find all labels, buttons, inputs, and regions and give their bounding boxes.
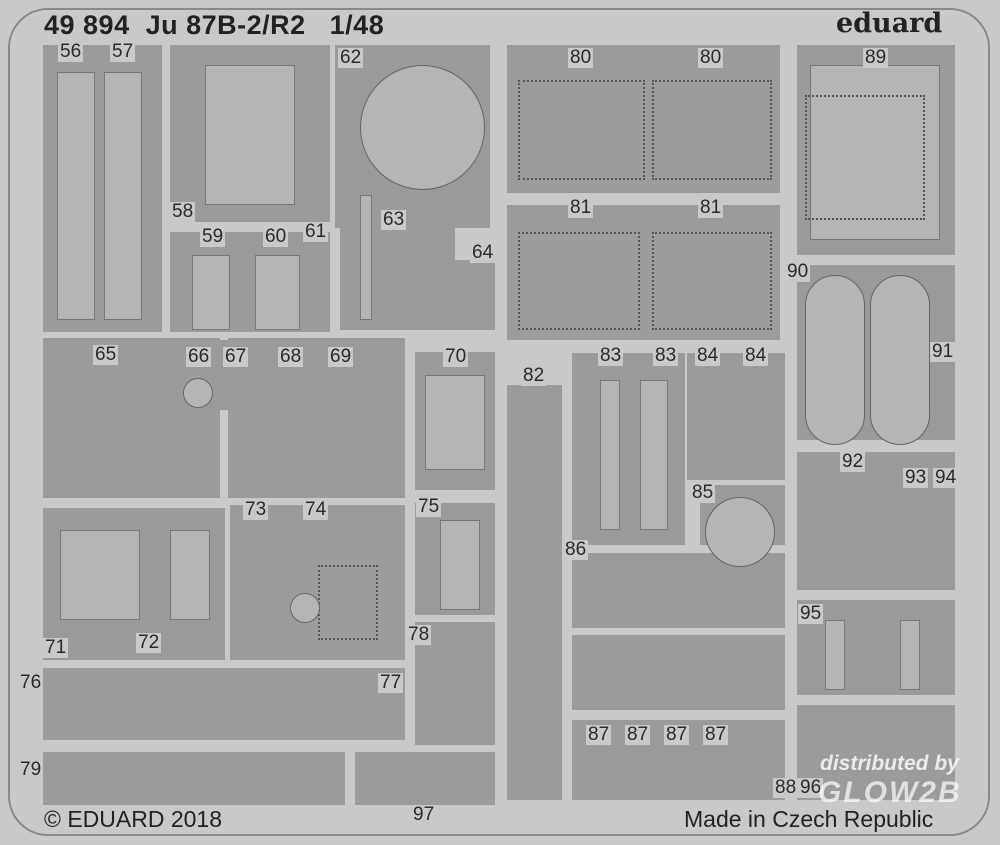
part-shape	[360, 195, 372, 320]
watermark-distributed: distributed by	[820, 752, 959, 775]
part-number-label: 58	[170, 201, 196, 222]
riveted-panel	[652, 80, 772, 180]
part-number-label: 65	[93, 344, 119, 365]
origin-text: Made in Czech Republic	[684, 806, 934, 832]
part-number-label: 62	[338, 47, 364, 68]
part-shape	[900, 620, 920, 690]
part-number-label: 95	[798, 603, 824, 624]
part-number-label: 96	[798, 777, 824, 798]
part-number-label: 64	[470, 242, 496, 263]
part-number-label: 66	[186, 346, 212, 367]
part-number-label: 70	[443, 346, 469, 367]
round-part	[290, 593, 320, 623]
part-number-label: 73	[243, 499, 269, 520]
part-shape	[600, 380, 620, 530]
part-number-label: 87	[664, 724, 690, 745]
fret-panel	[228, 338, 405, 498]
part-shape	[640, 380, 668, 530]
part-number-label: 71	[43, 637, 69, 658]
part-number-label: 82	[521, 365, 547, 386]
part-number-label: 86	[563, 539, 589, 560]
part-number-label: 76	[18, 672, 44, 693]
part-number-label: 81	[698, 197, 724, 218]
part-number-label: 61	[303, 221, 329, 242]
part-number-label: 81	[568, 197, 594, 218]
part-number-label: 79	[18, 759, 44, 780]
part-number-label: 84	[743, 345, 769, 366]
part-number-label: 78	[406, 624, 432, 645]
part-number-label: 88	[773, 777, 799, 798]
part-shape	[255, 255, 300, 330]
part-shape	[170, 530, 210, 620]
part-number-label: 87	[703, 724, 729, 745]
fret-panel	[507, 385, 562, 800]
fret-panel	[355, 752, 495, 805]
round-part	[870, 275, 930, 445]
part-shape	[57, 72, 95, 320]
part-number-label: 63	[381, 209, 407, 230]
part-shape	[104, 72, 142, 320]
part-number-label: 87	[625, 724, 651, 745]
riveted-panel	[518, 232, 640, 330]
part-number-label: 74	[303, 499, 329, 520]
product-title: 49 894 Ju 87B-2/R2 1/48	[44, 10, 385, 40]
part-number-label: 80	[698, 47, 724, 68]
fret-panel	[43, 752, 345, 805]
part-shape	[810, 65, 940, 240]
part-number-label: 67	[223, 346, 249, 367]
fret-frame	[8, 8, 990, 836]
part-shape	[440, 520, 480, 610]
riveted-panel	[518, 80, 645, 180]
part-shape	[60, 530, 140, 620]
part-number-label: 87	[586, 724, 612, 745]
fret-panel	[507, 205, 780, 340]
round-part	[183, 378, 213, 408]
fret-panel	[687, 353, 785, 480]
fret-panel	[572, 353, 685, 545]
part-number-label: 83	[598, 345, 624, 366]
part-number-label: 59	[200, 226, 226, 247]
part-number-label: 92	[840, 451, 866, 472]
part-shape	[425, 375, 485, 470]
round-part	[705, 497, 775, 567]
watermark-logo: GLOW2B	[818, 776, 962, 809]
part-number-label: 68	[278, 346, 304, 367]
part-number-label: 84	[695, 345, 721, 366]
fret-panel	[230, 505, 405, 660]
fret-panel	[572, 635, 785, 710]
part-number-label: 77	[378, 672, 404, 693]
part-shape	[192, 255, 230, 330]
brand-logo: eduard	[836, 8, 943, 39]
riveted-panel	[652, 232, 772, 330]
fret-panel	[390, 260, 495, 330]
part-shape	[825, 620, 845, 690]
fret-panel	[797, 600, 955, 695]
part-number-label: 91	[930, 341, 956, 362]
round-part	[805, 275, 865, 445]
part-shape	[205, 65, 295, 205]
riveted-panel	[318, 565, 378, 640]
part-number-label: 75	[416, 496, 442, 517]
part-number-label: 90	[785, 261, 811, 282]
part-number-label: 69	[328, 346, 354, 367]
part-number-label: 89	[863, 47, 889, 68]
riveted-panel	[805, 95, 925, 220]
part-number-label: 72	[136, 632, 162, 653]
part-number-label: 56	[58, 41, 84, 62]
fret-panel	[797, 705, 955, 800]
part-number-label: 83	[653, 345, 679, 366]
part-number-label: 80	[568, 47, 594, 68]
part-number-label: 97	[411, 804, 437, 825]
part-number-label: 85	[690, 482, 716, 503]
part-number-label: 93	[903, 467, 929, 488]
fret-panel	[43, 668, 405, 740]
part-number-label: 94	[933, 467, 959, 488]
copyright-text: © EDUARD 2018	[44, 806, 223, 832]
part-number-label: 57	[110, 41, 136, 62]
fret-panel	[797, 452, 955, 590]
part-number-label: 60	[263, 226, 289, 247]
round-part	[360, 65, 485, 190]
